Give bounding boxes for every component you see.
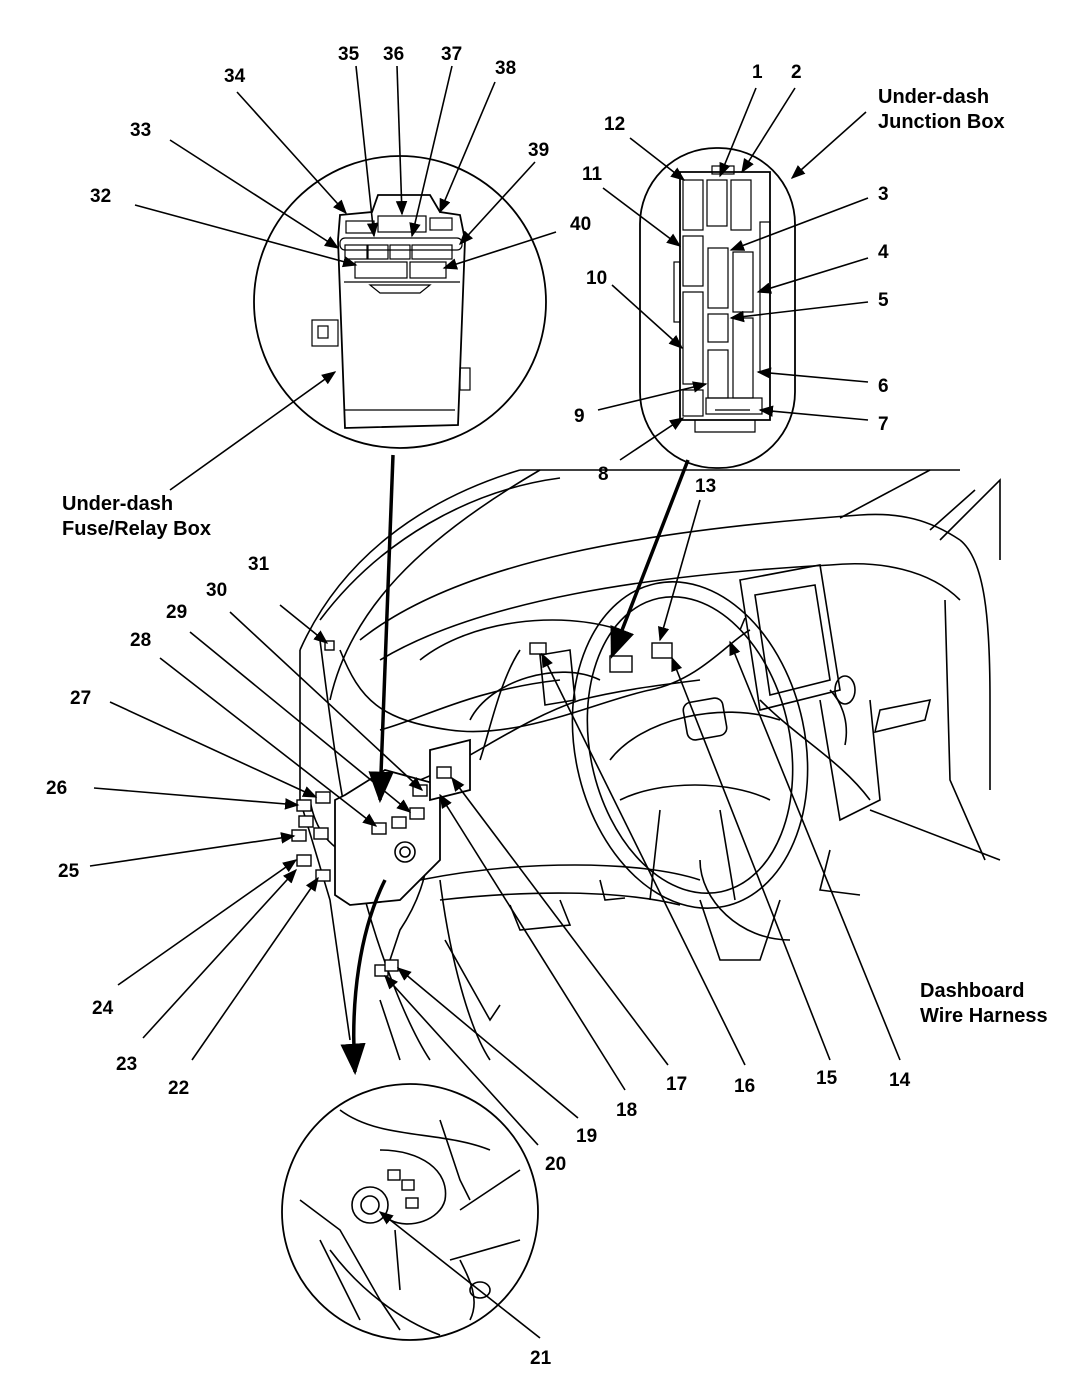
- callout-30: 30: [206, 580, 227, 601]
- callout-13: 13: [695, 476, 716, 497]
- callout-16: 16: [734, 1076, 755, 1097]
- callout-21: 21: [530, 1348, 552, 1369]
- callout-5: 5: [878, 290, 889, 311]
- callout-10: 10: [586, 268, 607, 289]
- callout-numbers: 1 2 3 4 5 6 7 8 9 10 11 12 13 14 15 16 1…: [46, 44, 911, 1369]
- callout-19: 19: [576, 1126, 597, 1147]
- callout-29: 29: [166, 602, 187, 623]
- captions: Under-dash Junction Box Under-dash Fuse/…: [62, 86, 1048, 1027]
- fuse-relay-box-caption-line1: Under-dash: [62, 493, 173, 515]
- callout-27: 27: [70, 688, 91, 709]
- callout-14: 14: [889, 1070, 911, 1091]
- callout-38: 38: [495, 58, 516, 79]
- leader-lines: [89, 65, 901, 1339]
- junction-box-inset: [639, 147, 796, 469]
- callout-9: 9: [574, 406, 585, 427]
- callout-40: 40: [570, 214, 591, 235]
- callout-36: 36: [383, 44, 404, 65]
- callout-39: 39: [528, 140, 549, 161]
- lower-inset-detail: [281, 1083, 539, 1341]
- inset-pointers: [340, 454, 690, 1076]
- callout-11: 11: [582, 164, 603, 185]
- callout-28: 28: [130, 630, 151, 651]
- callout-15: 15: [816, 1068, 838, 1089]
- callout-12: 12: [604, 114, 625, 135]
- fuse-relay-box-inset: [253, 155, 547, 449]
- callout-6: 6: [878, 376, 889, 397]
- junction-box-caption-line1: Under-dash: [878, 86, 989, 108]
- callout-34: 34: [224, 66, 246, 87]
- callout-17: 17: [666, 1074, 687, 1095]
- callout-23: 23: [116, 1054, 137, 1075]
- callout-31: 31: [248, 554, 270, 575]
- callout-7: 7: [878, 414, 889, 435]
- callout-26: 26: [46, 778, 67, 799]
- callout-32: 32: [90, 186, 111, 207]
- callout-22: 22: [168, 1078, 189, 1099]
- callout-1: 1: [752, 62, 763, 83]
- callout-24: 24: [92, 998, 114, 1019]
- callout-4: 4: [878, 242, 889, 263]
- callout-37: 37: [441, 44, 462, 65]
- callout-18: 18: [616, 1100, 637, 1121]
- callout-33: 33: [130, 120, 151, 141]
- junction-box-caption-line2: Junction Box: [878, 111, 1005, 133]
- callout-20: 20: [545, 1154, 566, 1175]
- fuse-relay-box-caption-line2: Fuse/Relay Box: [62, 518, 211, 540]
- callout-35: 35: [338, 44, 360, 65]
- callout-2: 2: [791, 62, 802, 83]
- wire-harness-caption-line1: Dashboard: [920, 980, 1024, 1002]
- callout-8: 8: [598, 464, 609, 485]
- callout-25: 25: [58, 861, 80, 882]
- wire-harness-caption-line2: Wire Harness: [920, 1005, 1048, 1027]
- callout-3: 3: [878, 184, 889, 205]
